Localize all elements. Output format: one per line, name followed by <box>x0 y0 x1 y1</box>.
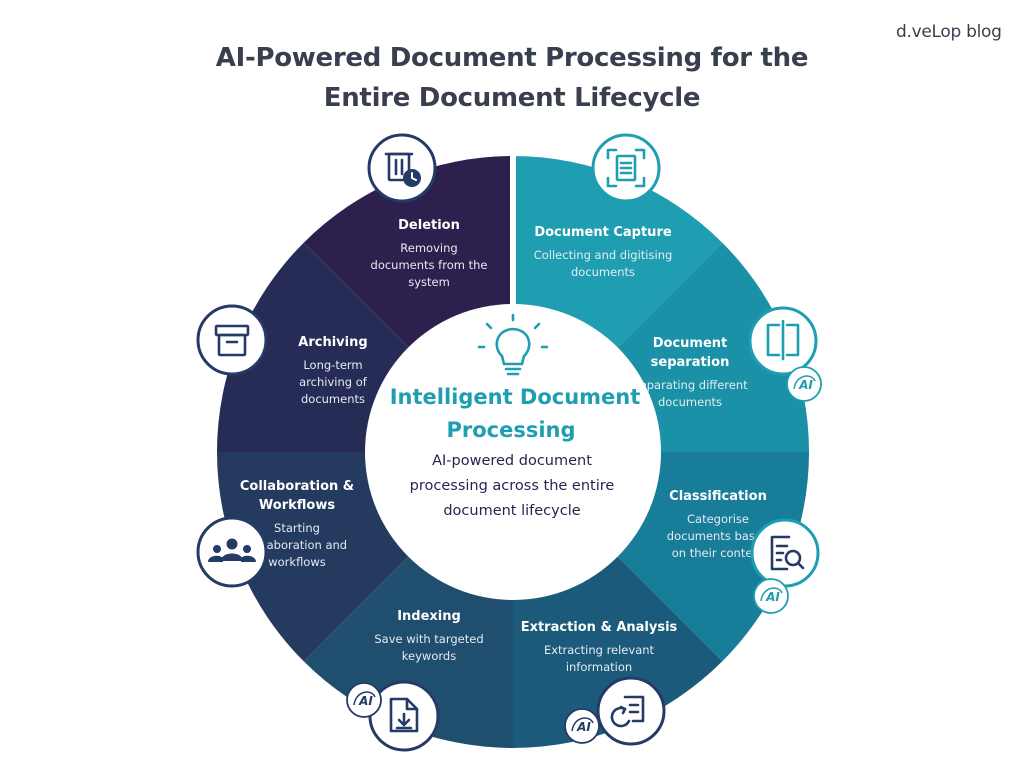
center-title-line-2: Processing <box>446 418 575 442</box>
ai-badge-label: AI <box>358 694 373 708</box>
center-hub: Intelligent Document Processing AI-power… <box>365 304 661 600</box>
segment-title-separation: Document <box>653 336 728 351</box>
center-subtitle-line-3: document lifecycle <box>443 503 580 519</box>
document-download-icon <box>368 680 440 752</box>
document-refresh-icon <box>596 676 666 746</box>
center-circle <box>365 304 661 600</box>
segment-title-archiving: Archiving <box>298 335 367 350</box>
segment-description-archiving: archiving of <box>299 375 368 389</box>
segment-title-classification: Classification <box>669 489 767 504</box>
archive-box-icon <box>196 304 268 376</box>
ai-badge-label: AI <box>798 378 813 392</box>
segment-description-collaboration: workflows <box>268 555 326 569</box>
segment-description-deletion: documents from the <box>371 258 488 272</box>
ai-badge-label: AI <box>765 590 780 604</box>
delete-archive-clock-icon <box>367 133 437 203</box>
segment-description-deletion: system <box>408 275 450 289</box>
segment-title-indexing: Indexing <box>397 609 461 624</box>
segment-title-separation: separation <box>651 355 730 370</box>
segment-description-indexing: keywords <box>402 649 456 663</box>
segment-description-capture: documents <box>571 265 635 279</box>
segment-title-capture: Document Capture <box>534 225 672 240</box>
segment-description-classification: on their content <box>672 546 765 560</box>
segment-description-indexing: Save with targeted <box>374 632 483 646</box>
segment-title-collaboration: Workflows <box>259 498 335 513</box>
segment-title-deletion: Deletion <box>398 218 460 233</box>
segment-description-archiving: Long-term <box>303 358 362 372</box>
ai-badge-extraction: AI <box>564 708 600 744</box>
team-icon <box>196 516 268 588</box>
ai-badges: AI AI AI AI <box>346 366 822 744</box>
segment-description-separation: documents <box>658 395 722 409</box>
segment-description-collaboration: collaboration and <box>247 538 347 552</box>
title-line-1: AI-Powered Document Processing for the <box>215 43 809 73</box>
segment-description-classification: documents based <box>667 529 769 543</box>
segment-description-collaboration: Starting <box>274 521 320 535</box>
document-search-icon <box>750 518 820 588</box>
center-subtitle-line-2: processing across the entire <box>410 478 615 494</box>
segment-description-separation: Separating different <box>632 378 748 392</box>
segment-description-archiving: documents <box>301 392 365 406</box>
center-title-line-1: Intelligent Document <box>390 385 641 409</box>
segment-description-deletion: Removing <box>400 241 457 255</box>
split-document-icon <box>748 306 818 376</box>
scan-document-icon <box>591 133 661 203</box>
icon-badges <box>196 133 820 752</box>
ai-badge-indexing: AI <box>346 682 382 718</box>
title-line-2: Entire Document Lifecycle <box>323 83 701 113</box>
segment-description-extraction: information <box>566 660 632 674</box>
page-title: AI-Powered Document Processing for the E… <box>112 38 912 118</box>
segment-description-capture: Collecting and digitising <box>534 248 673 262</box>
center-subtitle-line-1: AI-powered document <box>432 453 592 469</box>
brand-logo: d.veLop blog <box>896 22 1002 42</box>
segment-description-classification: Categorise <box>687 512 749 526</box>
ai-badge-separation: AI <box>786 366 822 402</box>
lightbulb-icon <box>477 313 549 376</box>
ai-badge-classification: AI <box>753 578 789 614</box>
segment-title-collaboration: Collaboration & <box>240 479 354 494</box>
segment-title-extraction: Extraction & Analysis <box>521 620 678 635</box>
ai-badge-label: AI <box>576 720 591 734</box>
segment-description-extraction: Extracting relevant <box>544 643 655 657</box>
